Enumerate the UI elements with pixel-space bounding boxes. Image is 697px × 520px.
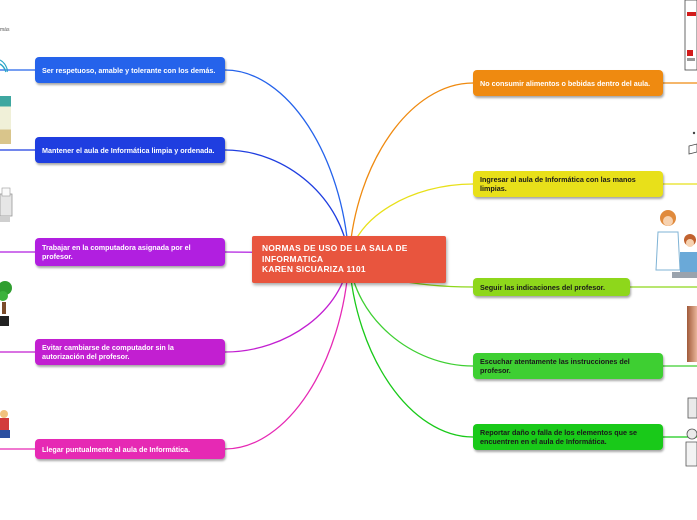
connector-left-0 [224, 69, 350, 260]
topic-label: Ser respetuoso, amable y tolerante con l… [42, 65, 216, 75]
person-image [0, 410, 10, 438]
sign-image [684, 0, 697, 71]
topic-reportar-dano[interactable]: Reportar daño o falla de los elementos q… [473, 424, 663, 450]
topic-label: Trabajar en la computadora asignada por … [42, 243, 191, 261]
computer-image [685, 397, 697, 467]
topic-mantener-aula-limpia[interactable]: Mantener el aula de Informática limpia y… [35, 137, 225, 163]
central-topic[interactable]: NORMAS DE USO DE LA SALA DE INFORMATICA … [252, 236, 446, 283]
topic-label: Escuchar atentamente las instrucciones d… [480, 357, 630, 375]
topic-seguir-indicaciones[interactable]: Seguir las indicaciones del profesor. [473, 278, 630, 296]
topic-escuchar-instrucciones[interactable]: Escuchar atentamente las instrucciones d… [473, 353, 663, 379]
book-image [688, 131, 697, 155]
topic-label: No consumir alimentos o bebidas dentro d… [480, 78, 651, 88]
printer-image [0, 187, 13, 222]
connector-right-4 [348, 258, 474, 438]
connector-right-0 [348, 82, 474, 260]
topic-ser-respetuoso[interactable]: Ser respetuoso, amable y tolerante con l… [35, 57, 225, 83]
central-topic-title-line1: NORMAS DE USO DE LA SALA DE [262, 243, 408, 253]
topic-label: Reportar daño o falla de los elementos q… [480, 428, 637, 446]
topic-label: Mantener el aula de Informática limpia y… [42, 145, 215, 155]
topic-evitar-cambiarse[interactable]: Evitar cambiarse de computador sin la au… [35, 339, 225, 365]
tree-image [0, 281, 12, 326]
top-left-fragment: más [0, 27, 10, 33]
topic-no-consumir-alimentos[interactable]: No consumir alimentos o bebidas dentro d… [473, 70, 663, 96]
wifi-icon [0, 59, 8, 73]
teacher-student-image [655, 210, 697, 278]
person-photo [687, 306, 697, 362]
central-topic-author: KAREN SICUARIZA 1101 [262, 264, 366, 274]
classroom-image [0, 96, 11, 144]
topic-label: Llegar puntualmente al aula de Informáti… [42, 444, 191, 454]
topic-llegar-puntualmente[interactable]: Llegar puntualmente al aula de Informáti… [35, 439, 225, 459]
central-topic-title-line2: INFORMATICA [262, 253, 324, 264]
topic-computadora-asignada[interactable]: Trabajar en la computadora asignada por … [35, 238, 225, 266]
topic-label: Seguir las indicaciones del profesor. [480, 282, 606, 292]
topic-manos-limpias[interactable]: Ingresar al aula de Informática con las … [473, 171, 663, 197]
connector-left-4 [224, 258, 350, 450]
topic-label: Evitar cambiarse de computador sin la au… [42, 343, 174, 361]
topic-label: Ingresar al aula de Informática con las … [480, 175, 636, 193]
edge-stubs [0, 69, 697, 450]
